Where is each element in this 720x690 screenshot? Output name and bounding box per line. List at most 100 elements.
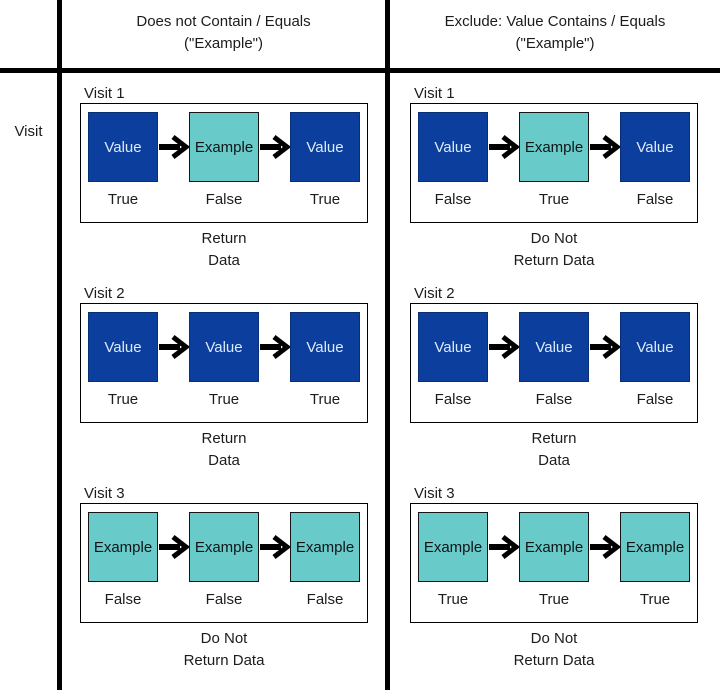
- flow-node: Example: [620, 512, 690, 582]
- outcome-line2: Data: [538, 452, 570, 469]
- flow-step: Value False: [620, 312, 690, 422]
- flow-step: Example True: [519, 512, 589, 622]
- verdict-label: False: [104, 591, 142, 608]
- flow-node: Value: [620, 312, 690, 382]
- verdict-label: False: [434, 191, 472, 208]
- flow-node: Example: [189, 512, 259, 582]
- flow-step: Value True: [88, 112, 158, 222]
- flow-box: Value False Value False Value False: [410, 303, 698, 423]
- outcome-label: Do Not Return Data: [410, 628, 698, 672]
- column-header-right-line1: Exclude: Value Contains / Equals: [444, 13, 666, 30]
- arrow-right-icon: [489, 135, 519, 159]
- flow-step: Example True: [418, 512, 488, 622]
- flow-step: Example False: [88, 512, 158, 622]
- arrow-right-icon: [260, 135, 290, 159]
- verdict-label: True: [639, 591, 671, 608]
- verdict-label: False: [205, 191, 243, 208]
- flow-step: Value True: [88, 312, 158, 422]
- flow-step: Value False: [418, 112, 488, 222]
- flow-box: Value True Value True Value True: [80, 303, 368, 423]
- column-header-right-line2: ("Example"): [515, 35, 595, 52]
- visit-section: Visit 1 Value False Example True Value F…: [410, 85, 698, 272]
- flow-box: Value True Example False Value True: [80, 103, 368, 223]
- outcome-line1: Return: [201, 430, 247, 447]
- flow-node: Value: [189, 312, 259, 382]
- flow-step: Example False: [290, 512, 360, 622]
- verdict-label: False: [535, 391, 573, 408]
- arrow-right-icon: [260, 335, 290, 359]
- flow-step: Value False: [519, 312, 589, 422]
- flow-node: Value: [290, 112, 360, 182]
- visit-section: Visit 3 Example True Example True Exampl…: [410, 485, 698, 672]
- verdict-label: True: [538, 191, 570, 208]
- flow-step: Value True: [290, 112, 360, 222]
- row-header-visit: Visit: [14, 123, 43, 140]
- verdict-label: False: [205, 591, 243, 608]
- flow-step: Value False: [418, 312, 488, 422]
- outcome-label: Return Data: [80, 228, 368, 272]
- flow-node: Value: [519, 312, 589, 382]
- outcome-line2: Data: [208, 452, 240, 469]
- outcome-line1: Do Not: [530, 630, 578, 647]
- flow-node: Value: [418, 112, 488, 182]
- column-header-left-line2: ("Example"): [184, 35, 263, 52]
- flow-step: Value True: [189, 312, 259, 422]
- arrow-right-icon: [590, 335, 620, 359]
- visit-label: Visit 2: [84, 285, 125, 302]
- flow-step: Example True: [519, 112, 589, 222]
- visit-label: Visit 1: [414, 85, 455, 102]
- table-border-vertical-left: [57, 0, 62, 690]
- verdict-label: False: [636, 391, 674, 408]
- arrow-right-icon: [489, 535, 519, 559]
- arrow-right-icon: [489, 335, 519, 359]
- visit-label: Visit 3: [414, 485, 455, 502]
- flow-node: Example: [88, 512, 158, 582]
- arrow-right-icon: [590, 135, 620, 159]
- arrow-right-icon: [590, 535, 620, 559]
- flow-step: Value False: [620, 112, 690, 222]
- flow-node: Value: [290, 312, 360, 382]
- outcome-label: Return Data: [80, 428, 368, 472]
- flow-step: Value True: [290, 312, 360, 422]
- visit-label: Visit 3: [84, 485, 125, 502]
- arrow-right-icon: [159, 135, 189, 159]
- flow-node: Value: [88, 112, 158, 182]
- outcome-line1: Return: [531, 430, 577, 447]
- column-header-right: Exclude: Value Contains / Equals ("Examp…: [390, 0, 720, 66]
- verdict-label: True: [309, 191, 341, 208]
- visit-label: Visit 1: [84, 85, 125, 102]
- verdict-label: False: [434, 391, 472, 408]
- table-border-vertical-middle: [385, 0, 390, 690]
- table-border-horizontal-header: [0, 68, 720, 73]
- column-header-left: Does not Contain / Equals ("Example"): [62, 0, 385, 66]
- flow-box: Value False Example True Value False: [410, 103, 698, 223]
- verdict-label: True: [208, 391, 240, 408]
- arrow-right-icon: [159, 335, 189, 359]
- flow-node: Example: [519, 512, 589, 582]
- outcome-line2: Return Data: [513, 652, 595, 669]
- outcome-line1: Return: [201, 230, 247, 247]
- flow-node: Example: [290, 512, 360, 582]
- flow-node: Value: [620, 112, 690, 182]
- flow-step: Example False: [189, 112, 259, 222]
- flow-node: Example: [418, 512, 488, 582]
- flow-box: Example False Example False Example Fals…: [80, 503, 368, 623]
- visit-section: Visit 3 Example False Example False Exam…: [80, 485, 368, 672]
- verdict-label: False: [636, 191, 674, 208]
- flow-node: Value: [418, 312, 488, 382]
- visit-section: Visit 2 Value False Value False Value Fa…: [410, 285, 698, 472]
- flow-node: Example: [519, 112, 589, 182]
- arrow-right-icon: [260, 535, 290, 559]
- flow-node: Value: [88, 312, 158, 382]
- column-header-left-line1: Does not Contain / Equals: [136, 13, 311, 30]
- outcome-label: Return Data: [410, 428, 698, 472]
- verdict-label: True: [107, 191, 139, 208]
- outcome-label: Do Not Return Data: [410, 228, 698, 272]
- verdict-label: True: [309, 391, 341, 408]
- flow-box: Example True Example True Example True: [410, 503, 698, 623]
- outcome-line2: Data: [208, 252, 240, 269]
- flow-step: Example True: [620, 512, 690, 622]
- verdict-label: True: [538, 591, 570, 608]
- outcome-label: Do Not Return Data: [80, 628, 368, 672]
- verdict-label: True: [107, 391, 139, 408]
